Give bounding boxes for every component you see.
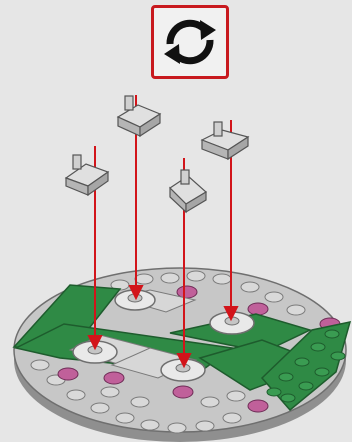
plate-with-clip-icon xyxy=(66,96,248,212)
